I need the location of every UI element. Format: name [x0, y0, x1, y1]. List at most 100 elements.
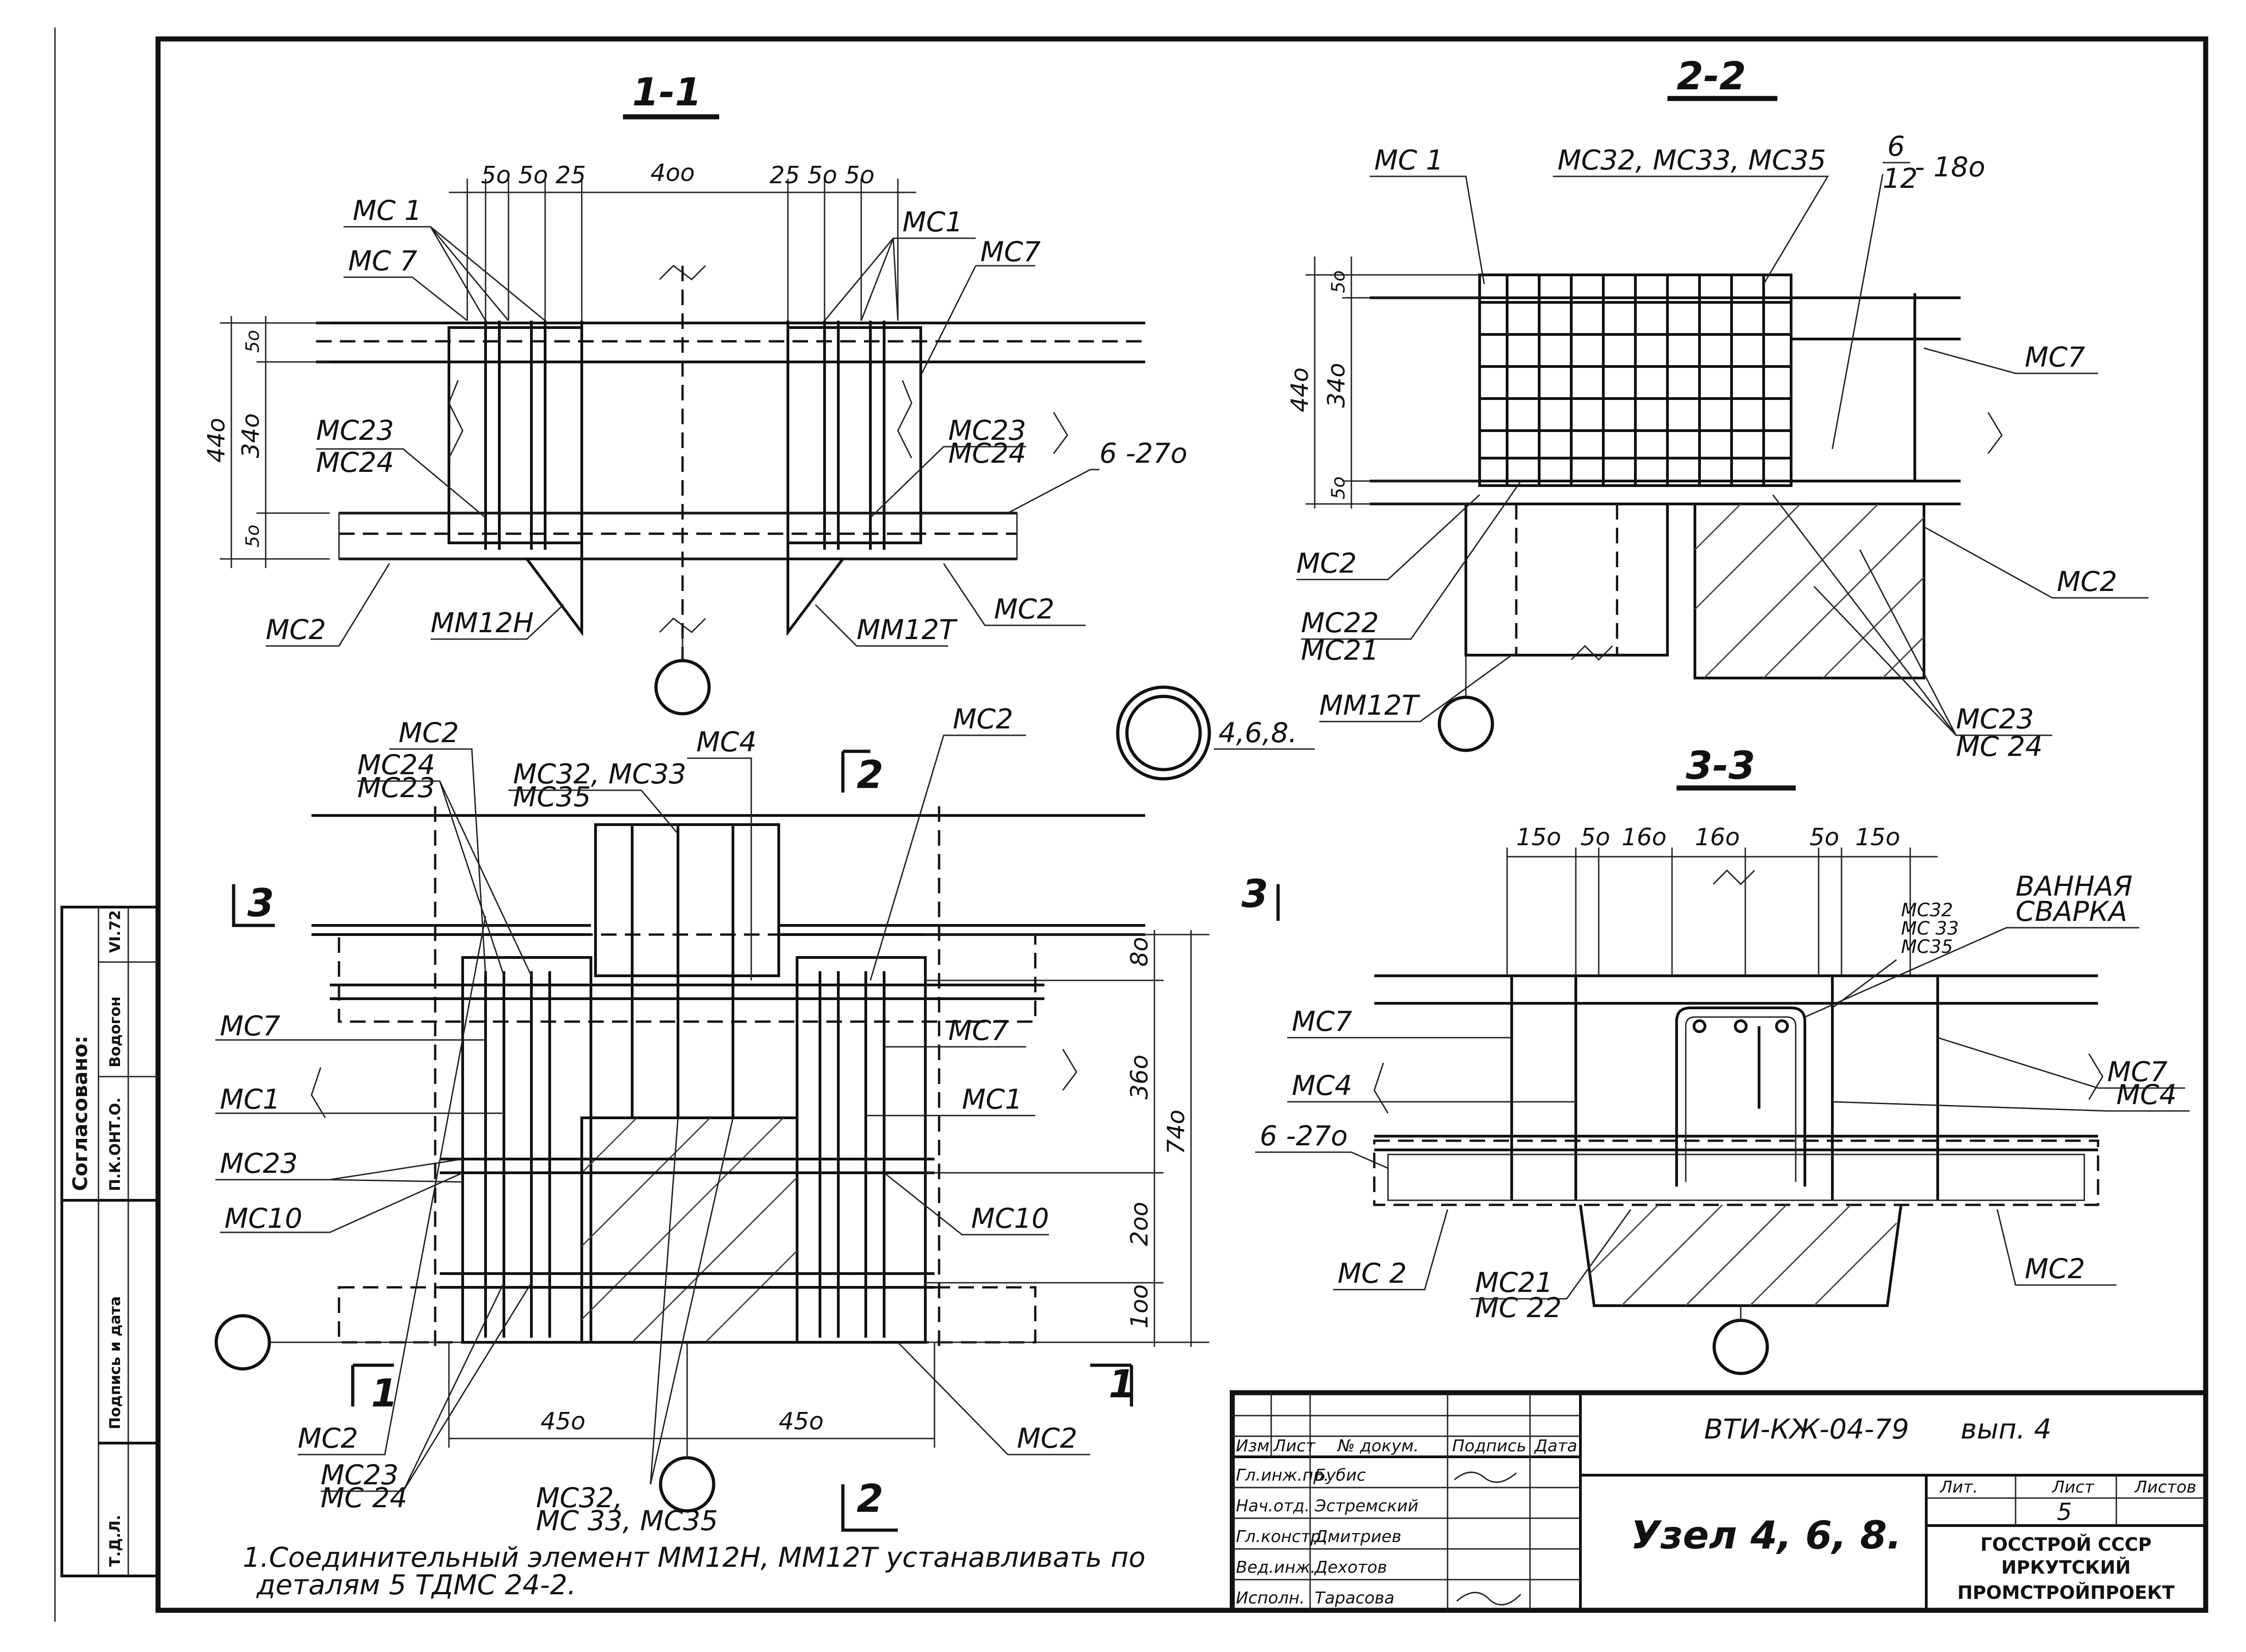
tb-org-1: ГОССТРОЙ СССР — [1980, 1533, 2152, 1555]
signature-mark — [1454, 1471, 1517, 1483]
plan-mc2-top: МС2 — [399, 717, 459, 749]
plan-mc35: МС35 — [513, 781, 591, 813]
s11-mc23-left: МС23 — [316, 415, 394, 447]
s33-mc7-right: МС7 — [2107, 1056, 2168, 1088]
plan-axis-bubble-left — [214, 1314, 271, 1371]
tb-role-0: Гл.инж.пр. — [1236, 1466, 1329, 1485]
tb-name-3: Дехотов — [1314, 1558, 1387, 1577]
s11-mc7-right: МС7 — [980, 236, 1041, 268]
s33-mc4-right: МС4 — [2116, 1079, 2177, 1111]
cut-2-top: 2 — [857, 752, 883, 797]
section-3-3-title: 3-3 — [1686, 743, 1755, 788]
signature-mark-2 — [1456, 1592, 1522, 1606]
s33-dim-4: 5о — [1809, 824, 1839, 851]
s33-weld-opening — [1675, 1007, 1806, 1187]
column-left — [448, 326, 583, 544]
plan-mc23: МС23 — [357, 772, 435, 804]
s11-mc1-right: МС1 — [902, 206, 963, 238]
plan-mc2-bot-left: МС2 — [298, 1422, 358, 1455]
s22-dim-50-top: 5о — [1328, 270, 1349, 293]
tb-org-2: ИРКУТСКИЙ — [2001, 1556, 2131, 1578]
stamp-sign-date: Подпись и дата — [106, 1296, 124, 1429]
s22-mc2-right: МС2 — [2057, 566, 2117, 598]
tb-doc-code: ВТИ-КЖ-04-79 — [1704, 1413, 1909, 1445]
s33-mc32: МС32 — [1901, 900, 1953, 921]
dim-top-left: 5o 5o 25 — [481, 162, 586, 189]
tb-header-3: Подпись — [1452, 1437, 1526, 1455]
plan-mc10-left: МС10 — [224, 1203, 302, 1235]
tb-sheets-header: Листов — [2134, 1478, 2196, 1497]
tb-stage-header: Лит. — [1939, 1478, 1978, 1497]
s11-mc2-left: МС2 — [266, 614, 326, 646]
tb-header-0: Изм — [1236, 1437, 1269, 1455]
s33-dim-5: 15о — [1855, 824, 1900, 851]
s11-mc23-right: МС23 — [948, 415, 1026, 447]
s22-mc1: МС 1 — [1374, 144, 1443, 176]
plan-mc33-35-bot: МС 33, МС35 — [536, 1505, 718, 1537]
plan-dim-360: 36о — [1126, 1055, 1153, 1100]
tb-role-2: Гл.констр. — [1236, 1527, 1326, 1546]
plan-mc4: МС4 — [696, 726, 757, 758]
stamp-row1c: VI.72 — [106, 910, 124, 953]
s11-mc24-right: МС24 — [948, 438, 1026, 470]
section-2-2: 2-2 — [1286, 54, 2148, 763]
plan-dim-740: 74о — [1163, 1110, 1190, 1154]
tb-title: Узел 4, 6, 8. — [1631, 1513, 1902, 1558]
section-3-3: 3-3 3 15о 5о 16о 16о 5о 15о — [1241, 743, 2190, 1375]
plan-mc23-left: МС23 — [220, 1148, 298, 1180]
plan-dim-450-left: 45о — [541, 1408, 585, 1435]
s33-dim-3: 16о — [1695, 824, 1740, 851]
s11-mm12n: ММ12Н — [431, 607, 534, 639]
s11-plate: 6 -27о — [1099, 438, 1187, 470]
s22-concrete — [1694, 503, 1925, 679]
cut-2-bottom: 2 — [857, 1476, 883, 1521]
plan-column-right — [796, 956, 927, 1344]
plan-mc32-bot: МС32, — [536, 1482, 623, 1514]
tb-role-3: Вед.инж. — [1236, 1558, 1316, 1577]
s11-mm12t: ММ12Т — [857, 614, 958, 646]
plan-axis-bubble-bottom — [659, 1456, 716, 1513]
dim-400: 4oo — [650, 159, 695, 187]
tb-header-4: Дата — [1534, 1437, 1577, 1455]
section-2-2-title: 2-2 — [1677, 54, 1746, 98]
s22-dim-440: 44о — [1286, 367, 1314, 412]
s22-dim-340: 34о — [1323, 363, 1350, 408]
tb-name-1: Эстремский — [1314, 1497, 1418, 1515]
s33-mc35: МС35 — [1901, 936, 1953, 957]
tb-sheet-header: Лист — [2051, 1478, 2094, 1497]
plan-mc24: МС24 — [357, 749, 435, 781]
s33-bath2: СВАРКА — [2016, 896, 2127, 928]
s33-mc2-right: МС2 — [2025, 1253, 2085, 1285]
cut-3-right: 3 — [1241, 871, 1268, 916]
plan-mc32-33: МС32, МС33 — [513, 758, 686, 790]
s33-dim-0: 15о — [1516, 824, 1561, 851]
s33-plate: 6 -27о — [1260, 1120, 1348, 1152]
plan-view: 8о 36о 2оо 1оо 74о 45о 45о 2 3 1 1 2 МС2… — [214, 703, 1209, 1537]
tb-role-4: Исполн. — [1236, 1589, 1305, 1608]
s22-axis-bubble — [1437, 695, 1494, 752]
node-symbol-inner — [1125, 695, 1202, 771]
tb-name-4: Тарасова — [1315, 1589, 1394, 1608]
plan-mc2-bot-right: МС2 — [1017, 1422, 1077, 1455]
s33-mc7-left: МС7 — [1292, 1006, 1352, 1038]
note-line-2: деталям 5 ТДМС 24-2. — [256, 1569, 576, 1601]
dim-340: 34o — [237, 413, 265, 458]
s33-axis-bubble — [1712, 1318, 1769, 1375]
s33-mc4-left: МС4 — [1292, 1070, 1352, 1102]
s22-mc23: МС23 — [1956, 703, 2034, 735]
plan-column-left — [461, 956, 592, 1344]
plan-dim-100: 1оо — [1126, 1284, 1153, 1329]
s22-frac-top: 6 — [1887, 131, 1905, 163]
tb-issue: вып. 4 — [1961, 1413, 2051, 1445]
plan-mc7-right: МС7 — [948, 1015, 1009, 1047]
s22-mc21: МС21 — [1301, 635, 1379, 667]
s22-mc32-35: МС32, МС33, МС35 — [1557, 144, 1826, 176]
s22-frac-tail: - 18о — [1915, 151, 1985, 183]
s22-mc7: МС7 — [2025, 341, 2085, 373]
section-1-1-title: 1-1 — [632, 70, 702, 115]
dim-50-bot: 5o — [242, 525, 263, 547]
plan-mc2-right: МС2 — [953, 703, 1013, 735]
side-stamp: Согласовано: П.К.ОНТ.О. Водогон VI.72 По… — [60, 906, 159, 1577]
s33-mc22: МС 22 — [1475, 1292, 1562, 1324]
